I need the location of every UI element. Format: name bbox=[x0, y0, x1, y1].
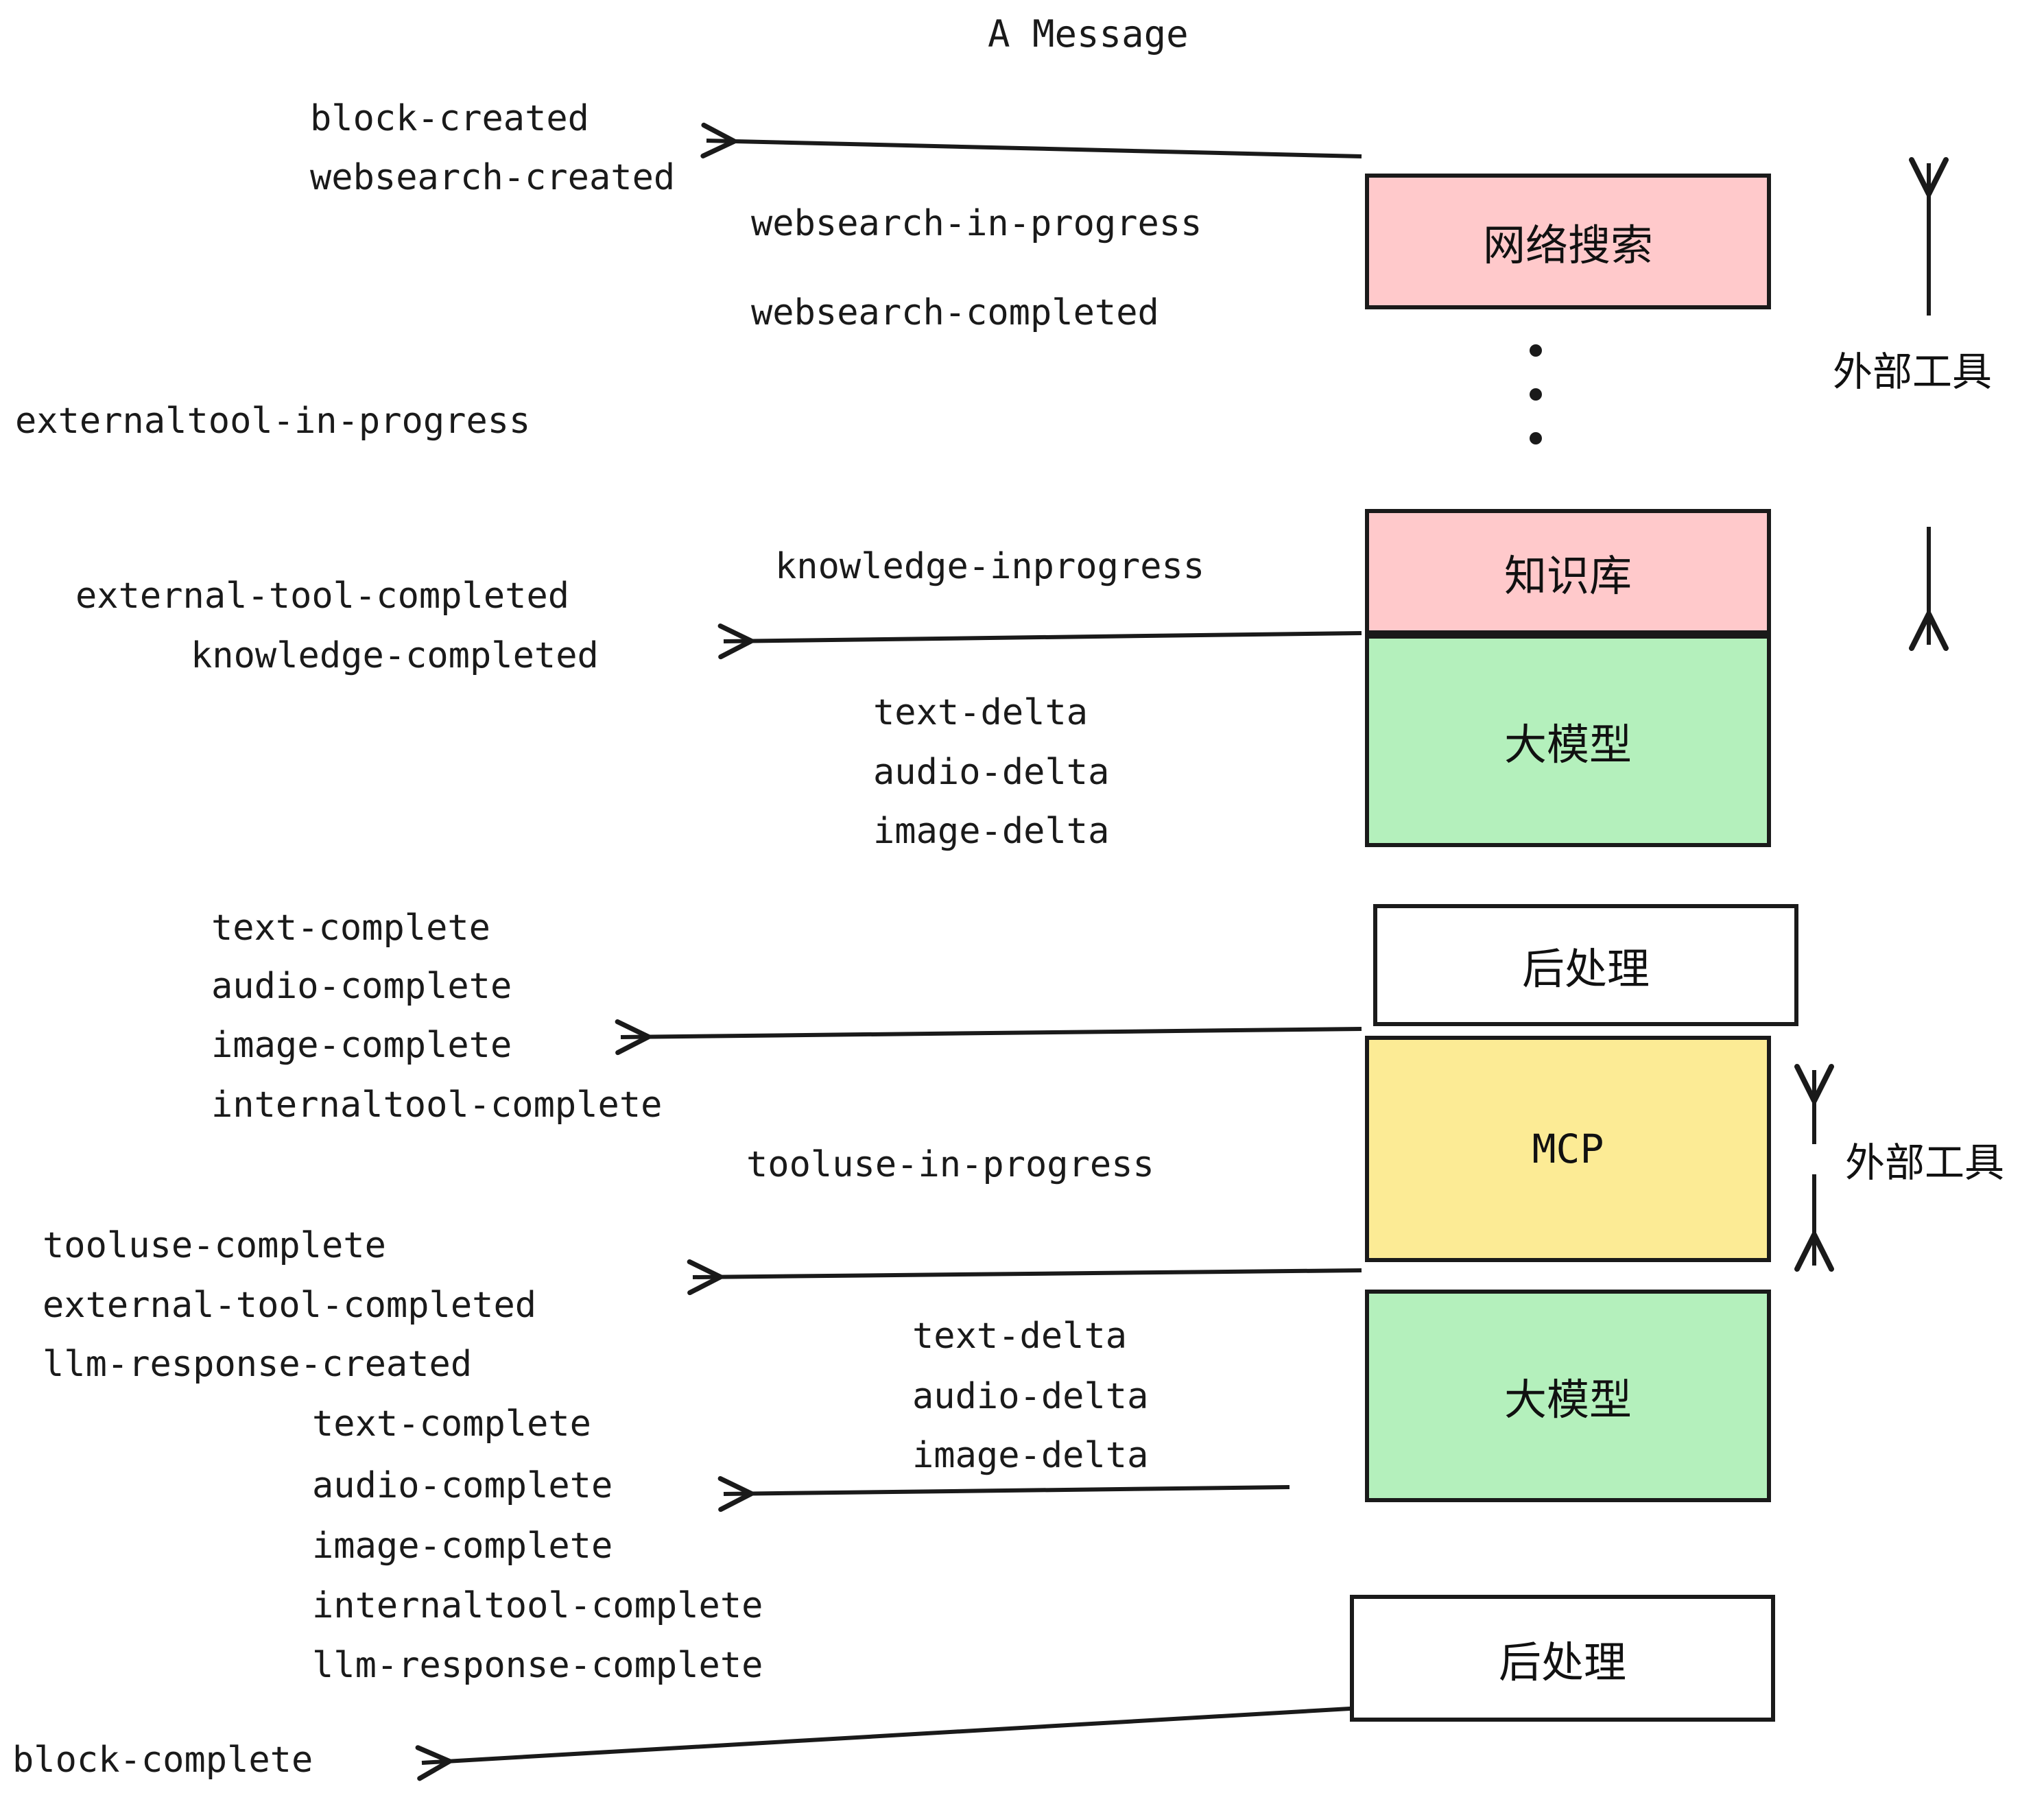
event-audio-complete-first: audio-complete bbox=[211, 966, 512, 1007]
event-block-created: block-created bbox=[310, 98, 589, 139]
event-internaltool-complete-second: internaltool-complete bbox=[312, 1585, 763, 1626]
box-llm-first[interactable]: 大模型 bbox=[1365, 634, 1771, 847]
event-block-complete: block-complete bbox=[12, 1740, 313, 1781]
event-websearch-completed: websearch-completed bbox=[751, 292, 1159, 333]
event-audio-complete-second: audio-complete bbox=[312, 1465, 613, 1506]
event-external-tool-completed-first: external-tool-completed bbox=[75, 575, 570, 617]
event-llm-response-complete: llm-response-complete bbox=[312, 1645, 763, 1686]
event-llm-response-created: llm-response-created bbox=[43, 1344, 473, 1385]
vertical-ellipsis bbox=[1530, 344, 1542, 476]
box-postprocess-first-label: 后处理 bbox=[1521, 944, 1650, 994]
event-knowledge-completed: knowledge-completed bbox=[191, 635, 599, 676]
event-websearch-created: websearch-created bbox=[310, 157, 676, 198]
event-text-complete-first: text-complete bbox=[211, 907, 490, 949]
box-mcp[interactable]: MCP bbox=[1365, 1036, 1771, 1262]
event-externaltool-in-progress: externaltool-in-progress bbox=[15, 401, 531, 442]
side-label-external-tools-lower: 外部工具 bbox=[1845, 1139, 2005, 1186]
arrow-knowledge-to-completed bbox=[717, 623, 1362, 660]
event-audio-delta-first: audio-delta bbox=[873, 752, 1110, 793]
event-text-delta-first: text-delta bbox=[873, 692, 1089, 733]
event-tooluse-in-progress: tooluse-in-progress bbox=[746, 1144, 1154, 1185]
box-mcp-label: MCP bbox=[1532, 1126, 1604, 1172]
event-knowledge-inprogress: knowledge-inprogress bbox=[775, 546, 1205, 587]
box-postprocess-second-label: 后处理 bbox=[1498, 1637, 1626, 1687]
event-text-complete-second: text-complete bbox=[312, 1403, 591, 1445]
box-llm-second-label: 大模型 bbox=[1504, 1375, 1632, 1425]
arrow-mcp-to-tooluse-complete bbox=[687, 1259, 1362, 1296]
box-llm-second[interactable]: 大模型 bbox=[1365, 1290, 1771, 1502]
box-knowledge-label: 知识库 bbox=[1504, 550, 1632, 601]
event-internaltool-complete-first: internaltool-complete bbox=[211, 1084, 663, 1126]
box-postprocess-first[interactable]: 后处理 bbox=[1373, 904, 1798, 1026]
event-external-tool-completed-second: external-tool-completed bbox=[43, 1285, 537, 1326]
event-text-delta-second: text-delta bbox=[912, 1316, 1128, 1357]
box-postprocess-second[interactable]: 后处理 bbox=[1350, 1595, 1775, 1722]
event-image-complete-second: image-complete bbox=[312, 1526, 613, 1567]
box-websearch-label: 网络搜索 bbox=[1482, 220, 1653, 270]
event-image-complete-first: image-complete bbox=[211, 1025, 512, 1066]
event-websearch-in-progress: websearch-in-progress bbox=[751, 203, 1202, 244]
arrow-postprocess-to-blockcomplete bbox=[415, 1706, 1362, 1781]
arrow-llm-to-audiocomplete bbox=[717, 1475, 1290, 1512]
box-websearch[interactable]: 网络搜索 bbox=[1365, 174, 1771, 309]
box-llm-first-label: 大模型 bbox=[1504, 720, 1632, 770]
arrow-websearch-to-blockcreated bbox=[700, 122, 1362, 158]
event-image-delta-second: image-delta bbox=[912, 1435, 1149, 1476]
side-label-external-tools-upper: 外部工具 bbox=[1833, 348, 1993, 395]
arrow-postprocess-to-imagecomplete bbox=[615, 1019, 1362, 1056]
page-title: A Message bbox=[988, 12, 1189, 56]
event-audio-delta-second: audio-delta bbox=[912, 1376, 1149, 1417]
event-tooluse-complete: tooluse-complete bbox=[43, 1225, 386, 1266]
event-image-delta-first: image-delta bbox=[873, 811, 1110, 852]
box-knowledge[interactable]: 知识库 bbox=[1365, 509, 1771, 634]
